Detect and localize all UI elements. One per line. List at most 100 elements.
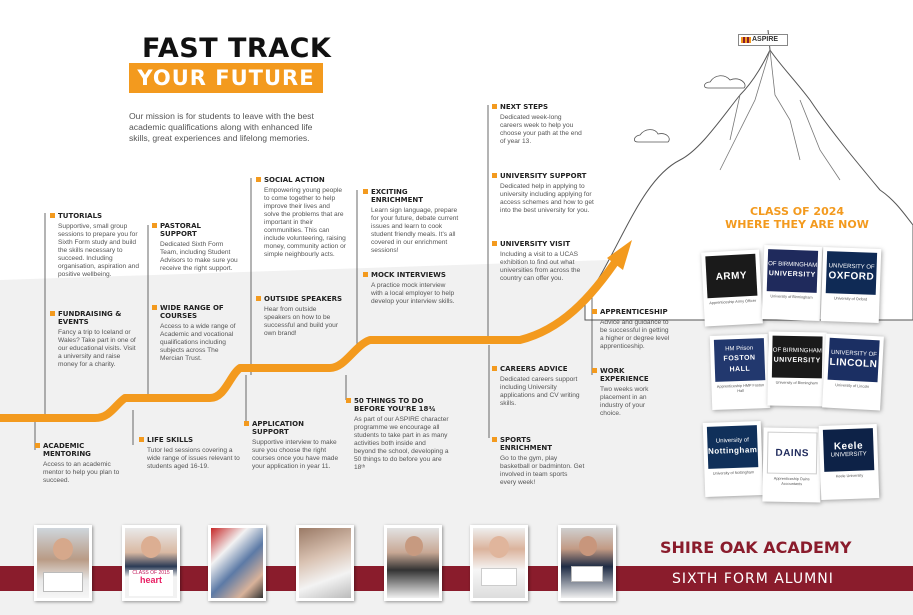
item-title: WIDE RANGE OF COURSES [160,304,224,320]
card-caption: University of Birmingham [770,294,813,300]
item-title: CAREERS ADVICE [500,365,568,373]
marker [592,309,597,314]
item-title: SPORTS ENRICHMENT [500,436,553,452]
marker [346,398,351,403]
item-apprenticeship: APPRENTICESHIP Advice and guidance to be… [592,308,672,351]
title-line-1: FAST TRACK [142,33,332,64]
item-next-steps: NEXT STEPS Dedicated week-long careers w… [492,103,585,146]
item-text: Learn sign language, prepare for your fu… [371,207,459,254]
item-title: APPLICATION SUPPORT [252,420,304,436]
item-title: MOCK INTERVIEWS [371,271,446,279]
item-fifty-things: 50 THINGS TO DO BEFORE YOU'RE 18¾ As par… [346,397,449,472]
card-caption: Apprenticeship Army Officer [709,298,757,306]
alumni-photo [384,525,442,601]
item-courses: WIDE RANGE OF COURSES Access to a wide r… [152,304,242,363]
marker [152,223,157,228]
item-title: TUTORIALS [58,212,103,220]
marker [492,104,497,109]
photo-image [37,528,89,598]
marker [50,213,55,218]
marker [152,305,157,310]
item-title: UNIVERSITY VISIT [500,240,571,248]
item-text: Empowering young people to come together… [264,187,346,258]
item-title: WORK EXPERIENCE [600,367,649,383]
alumni-photo [34,525,92,601]
item-text: Hear from outside speakers on how to be … [264,306,339,337]
destination-card: DAINS Apprenticeship Dains Accountants [762,427,822,503]
alumni-photo [558,525,616,601]
item-mock: MOCK INTERVIEWS A practice mock intervie… [363,271,456,306]
marker [256,177,261,182]
item-social: SOCIAL ACTION Empowering young people to… [256,176,346,259]
item-enrichment: EXCITING ENRICHMENT Learn sign language,… [363,188,461,255]
item-text: Dedicated careers support including Univ… [500,376,580,407]
item-text: Supportive interview to make sure you ch… [252,439,339,470]
item-title: PASTORAL SUPPORT [160,222,201,238]
photo-image [473,528,525,598]
item-title: APPRENTICESHIP [600,308,668,316]
alumni-photo: CLASS OF 2015 heart [122,525,180,601]
item-title: LIFE SKILLS [147,436,194,444]
photo-image [387,528,439,598]
item-text: Go to the gym, play basketball or badmin… [500,455,585,486]
item-fundraising: FUNDRAISING & EVENTS Fancy a trip to Ice… [50,310,140,369]
marker [492,173,497,178]
photo-image [561,528,613,598]
card-caption: Apprenticeship HMP Foston Hall [716,383,765,394]
marker [363,189,368,194]
aspire-flag: ASPIRE [738,34,788,46]
card-caption: Apprenticeship Dains Accountants [773,476,810,487]
dains-logo: DAINS [766,431,818,475]
photo-image [211,528,263,598]
item-text: Dedicated help in applying to university… [500,183,594,214]
card-caption: University of Nottingham [712,470,755,476]
card-caption: Keele University [835,473,864,479]
item-text: Access to a wide range of Academic and v… [160,323,236,362]
flag-stripes [741,37,751,43]
alumni-photo [296,525,354,601]
item-title: 50 THINGS TO DO BEFORE YOU'RE 18¾ [354,397,436,413]
item-careers: CAREERS ADVICE Dedicated careers support… [492,365,580,408]
class-of-heading: CLASS OF 2024 WHERE THEY ARE NOW [702,205,892,231]
marker [363,272,368,277]
progress-stair-path [0,252,624,422]
army-logo: ARMY [705,253,758,299]
item-title: NEXT STEPS [500,103,549,111]
item-text: A practice mock interview with a local e… [371,282,455,305]
item-sports: SPORTS ENRICHMENT Go to the gym, play ba… [492,436,585,487]
flag-label: ASPIRE [752,36,779,43]
item-title: OUTSIDE SPEAKERS [264,295,343,303]
item-application: APPLICATION SUPPORT Supportive interview… [244,420,340,471]
arrow-head [607,240,632,270]
item-title: EXCITING ENRICHMENT [371,188,424,204]
item-lifeskills: LIFE SKILLS Tutor led sessions covering … [139,436,242,471]
item-text: Access to an academic mentor to help you… [43,461,120,484]
marker [139,437,144,442]
item-text: Including a visit to a UCAS exhibition t… [500,251,581,282]
destination-card: ARMY Apprenticeship Army Officer [701,249,763,327]
photo-brand-text: heart [139,575,162,585]
item-title: ACADEMIC MENTORING [43,442,91,458]
item-pastoral: PASTORAL SUPPORT Dedicated Sixth Form Te… [152,222,240,273]
alumni-photo [208,525,266,601]
card-caption: University of Oxford [833,296,868,302]
item-university-visit: UNIVERSITY VISIT Including a visit to a … [492,240,594,283]
item-text: Dedicated week-long careers week to help… [500,114,582,145]
item-text: Two weeks work placement in an industry … [600,386,649,417]
photo-image: CLASS OF 2015 heart [125,528,177,598]
academy-name: SHIRE OAK ACADEMY [660,538,852,557]
item-text: As part of our ASPIRE character programm… [354,416,449,471]
item-text: Tutor led sessions covering a wide range… [147,447,240,470]
